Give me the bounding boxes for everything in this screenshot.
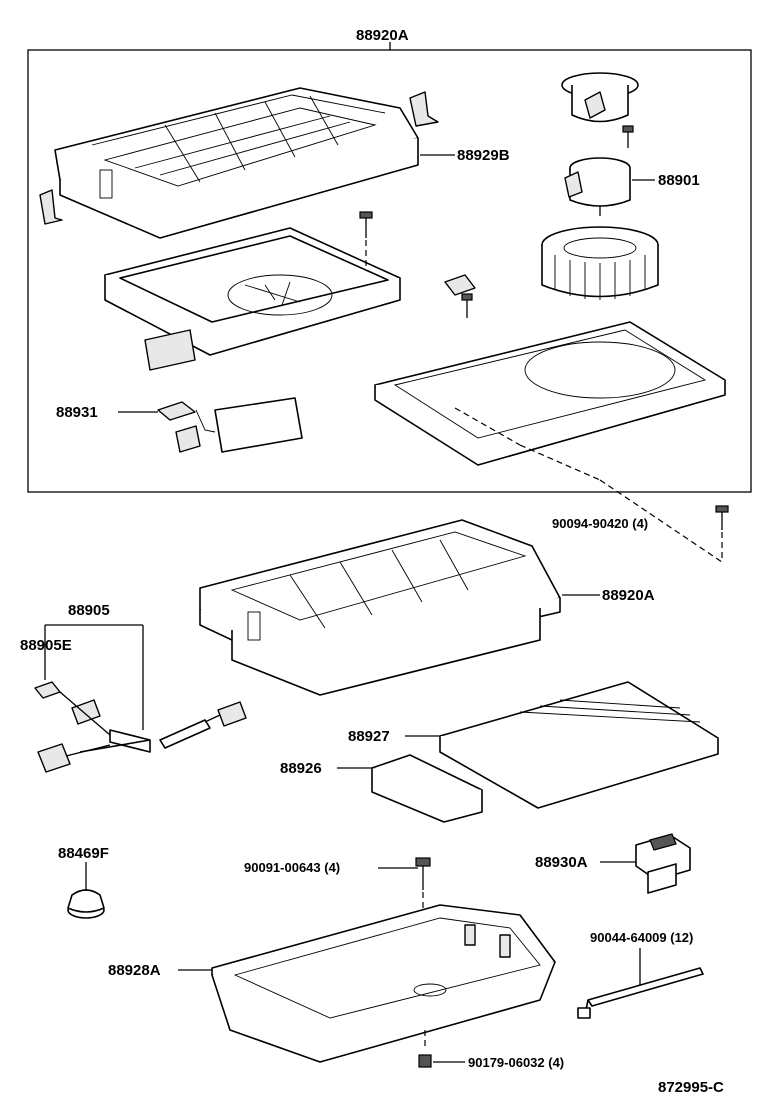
base-plate-part	[374, 321, 726, 481]
label-lower-assembly: 88920A	[602, 587, 655, 604]
clip-middle	[444, 274, 476, 318]
label-switch-bracket: 88931	[56, 404, 98, 421]
clip-right	[409, 91, 439, 127]
filter-small-part	[371, 754, 483, 823]
filter-large-part	[439, 681, 719, 809]
label-harness: 88905	[68, 602, 110, 619]
fan-housing-part	[104, 227, 401, 371]
label-clamp: 90044-64009 (12)	[590, 930, 693, 945]
screw-housing	[359, 211, 373, 270]
clip-left	[39, 189, 63, 225]
label-switch: 88930A	[535, 854, 588, 871]
label-filter-large: 88927	[348, 728, 390, 745]
cover-part	[54, 87, 419, 239]
label-filter-small: 88926	[280, 760, 322, 777]
clamp-part	[577, 967, 704, 1019]
label-screw-a: 90094-90420 (4)	[552, 516, 648, 531]
label-cover: 88929B	[457, 147, 510, 164]
drawing-number: 872995-C	[658, 1079, 724, 1096]
screw-a-part	[599, 479, 729, 563]
nut-part	[418, 1030, 432, 1068]
label-screw-b: 90091-00643 (4)	[244, 860, 340, 875]
harness-part	[34, 681, 247, 773]
fan-wheel-part	[541, 226, 659, 300]
lower-assembly-part	[199, 519, 561, 696]
label-top-assembly: 88920A	[356, 27, 409, 44]
switch-part	[635, 833, 691, 894]
label-nut: 90179-06032 (4)	[468, 1055, 564, 1070]
label-tray: 88928A	[108, 962, 161, 979]
grommet-part	[67, 889, 105, 919]
label-motor: 88901	[658, 172, 700, 189]
switch-bracket-part	[157, 397, 303, 453]
tray-part	[211, 904, 556, 1063]
motor-cap-part	[561, 72, 639, 148]
label-grommet: 88469F	[58, 845, 109, 862]
motor-part	[564, 157, 631, 216]
label-harness-connector: 88905E	[20, 637, 72, 654]
